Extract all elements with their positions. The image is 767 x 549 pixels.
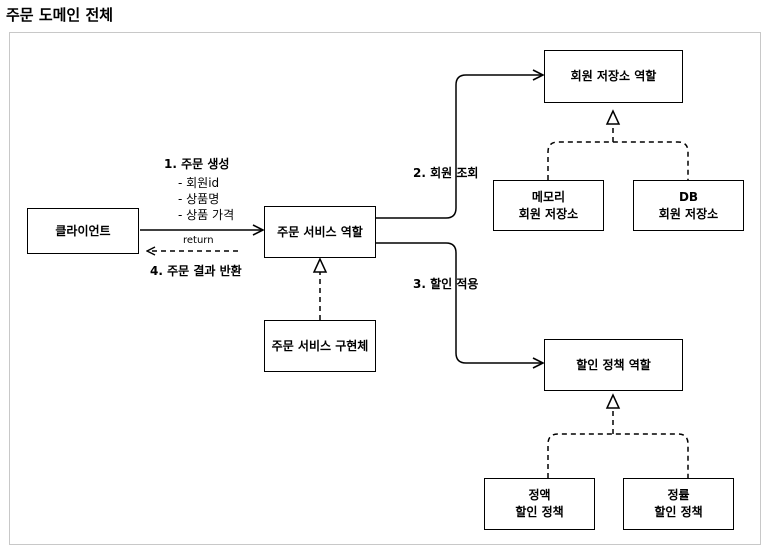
diagram-frame (9, 32, 761, 545)
order-impl-triangle (312, 257, 328, 273)
discount-policy-role-box: 할인 정책 역할 (544, 339, 683, 391)
member-impl-triangle (605, 109, 621, 125)
discount-impl-dashed-lines (547, 408, 689, 478)
param-item-name: - 상품명 (178, 192, 220, 206)
return-label: return (183, 235, 214, 246)
apply-discount-arrow (375, 242, 542, 363)
memory-member-repo-box: 메모리 회원 저장소 (493, 180, 604, 231)
param-member-id: - 회원id (178, 176, 220, 190)
create-order-label: 1. 주문 생성 (164, 157, 230, 171)
discount-impl-triangle (605, 393, 621, 409)
member-repo-role-box: 회원 저장소 역할 (544, 50, 683, 103)
client-box: 클라이언트 (27, 208, 139, 254)
order-service-role-box: 주문 서비스 역할 (264, 206, 376, 258)
db-member-repo-box: DB 회원 저장소 (633, 180, 744, 231)
order-service-impl-box: 주문 서비스 구현체 (264, 320, 376, 372)
param-item-price: - 상품 가격 (178, 208, 235, 222)
page-title: 주문 도메인 전체 (6, 6, 114, 24)
find-member-label: 2. 회원 조회 (413, 166, 479, 180)
rate-discount-policy-box: 정률 할인 정책 (623, 478, 734, 530)
return-result-label: 4. 주문 결과 반환 (150, 264, 242, 278)
member-impl-dashed-lines (547, 124, 689, 180)
apply-discount-label: 3. 할인 적용 (413, 277, 479, 291)
find-member-arrow (375, 75, 542, 219)
fixed-discount-policy-box: 정액 할인 정책 (484, 478, 595, 530)
